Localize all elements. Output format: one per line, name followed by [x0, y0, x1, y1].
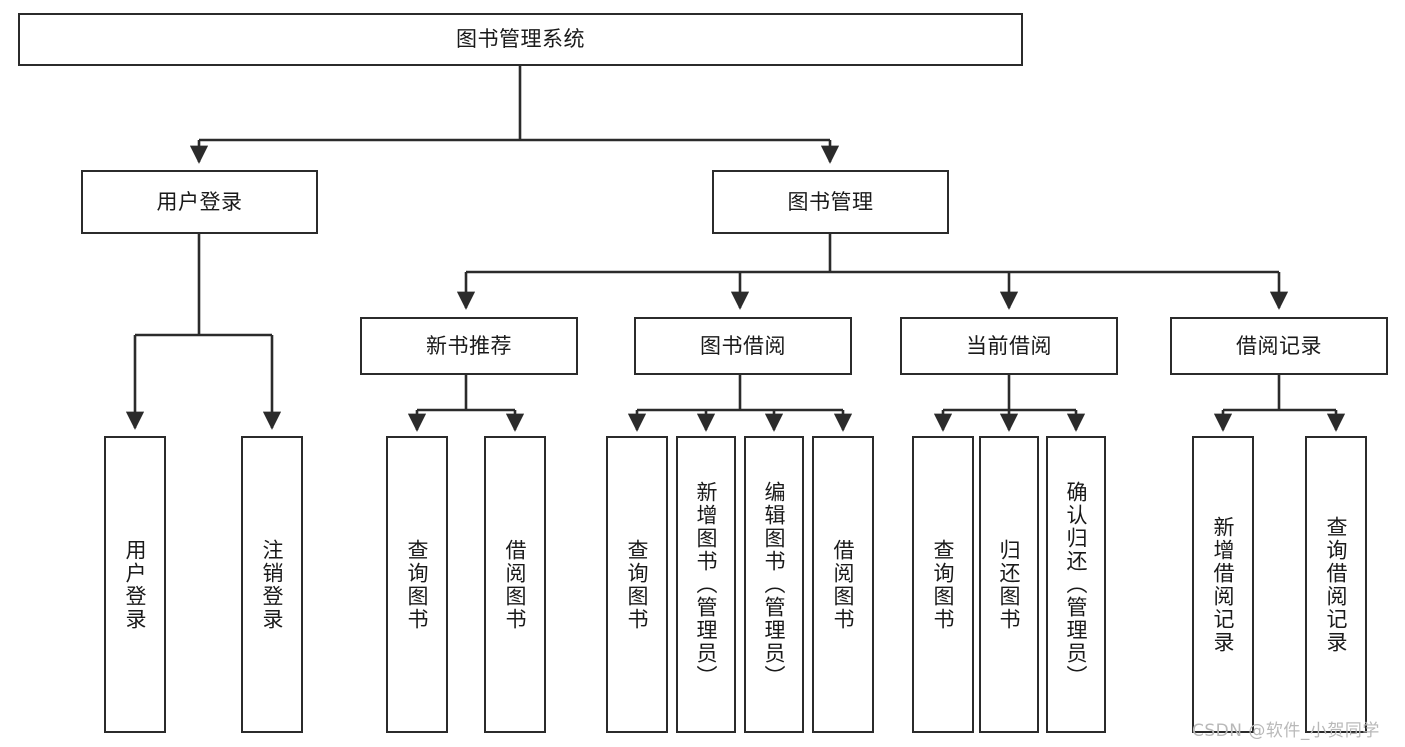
leaf-currentborrow-query-book-label: 查询图书: [931, 538, 956, 631]
node-user-login[interactable]: 用户登录: [81, 170, 318, 234]
leaf-bookborrow-query-book[interactable]: 查询图书: [606, 436, 668, 733]
leaf-borrowrecord-add-label: 新增借阅记录: [1211, 515, 1236, 654]
leaf-user-login-label: 用户登录: [123, 538, 148, 631]
node-book-borrow[interactable]: 图书借阅: [634, 317, 852, 375]
node-root-label: 图书管理系统: [456, 27, 585, 52]
leaf-currentborrow-confirm-return[interactable]: 确认归还（管理员）: [1046, 436, 1106, 733]
leaf-currentborrow-confirm-return-label: 确认归还（管理员）: [1064, 481, 1089, 688]
node-current-borrow-label: 当前借阅: [966, 333, 1052, 358]
leaf-borrowrecord-add[interactable]: 新增借阅记录: [1192, 436, 1254, 733]
node-book-borrow-label: 图书借阅: [700, 333, 786, 358]
leaf-bookborrow-query-book-label: 查询图书: [625, 538, 650, 631]
leaf-bookborrow-edit-book[interactable]: 编辑图书（管理员）: [744, 436, 804, 733]
leaf-bookborrow-add-book-label: 新增图书（管理员）: [694, 481, 719, 688]
leaf-bookborrow-edit-book-label: 编辑图书（管理员）: [762, 481, 787, 688]
leaf-newbook-query-book-label: 查询图书: [405, 538, 430, 631]
node-new-book-recommend-label: 新书推荐: [426, 333, 512, 358]
leaf-borrowrecord-query[interactable]: 查询借阅记录: [1305, 436, 1367, 733]
node-user-login-label: 用户登录: [156, 189, 243, 214]
leaf-bookborrow-borrow-book[interactable]: 借阅图书: [812, 436, 874, 733]
leaf-currentborrow-return-book[interactable]: 归还图书: [979, 436, 1039, 733]
leaf-bookborrow-borrow-book-label: 借阅图书: [831, 538, 856, 631]
leaf-currentborrow-query-book[interactable]: 查询图书: [912, 436, 974, 733]
node-book-management[interactable]: 图书管理: [712, 170, 949, 234]
leaf-bookborrow-add-book[interactable]: 新增图书（管理员）: [676, 436, 736, 733]
node-new-book-recommend[interactable]: 新书推荐: [360, 317, 578, 375]
node-root[interactable]: 图书管理系统: [18, 13, 1023, 66]
node-book-management-label: 图书管理: [787, 189, 874, 214]
node-borrow-record-label: 借阅记录: [1236, 333, 1322, 358]
leaf-newbook-query-book[interactable]: 查询图书: [386, 436, 448, 733]
node-current-borrow[interactable]: 当前借阅: [900, 317, 1118, 375]
leaf-logout[interactable]: 注销登录: [241, 436, 303, 733]
leaf-borrowrecord-query-label: 查询借阅记录: [1324, 515, 1349, 654]
leaf-currentborrow-return-book-label: 归还图书: [997, 538, 1022, 631]
leaf-logout-label: 注销登录: [260, 538, 285, 631]
leaf-user-login[interactable]: 用户登录: [104, 436, 166, 733]
leaf-newbook-borrow-book-label: 借阅图书: [503, 538, 528, 631]
node-borrow-record[interactable]: 借阅记录: [1170, 317, 1388, 375]
leaf-newbook-borrow-book[interactable]: 借阅图书: [484, 436, 546, 733]
